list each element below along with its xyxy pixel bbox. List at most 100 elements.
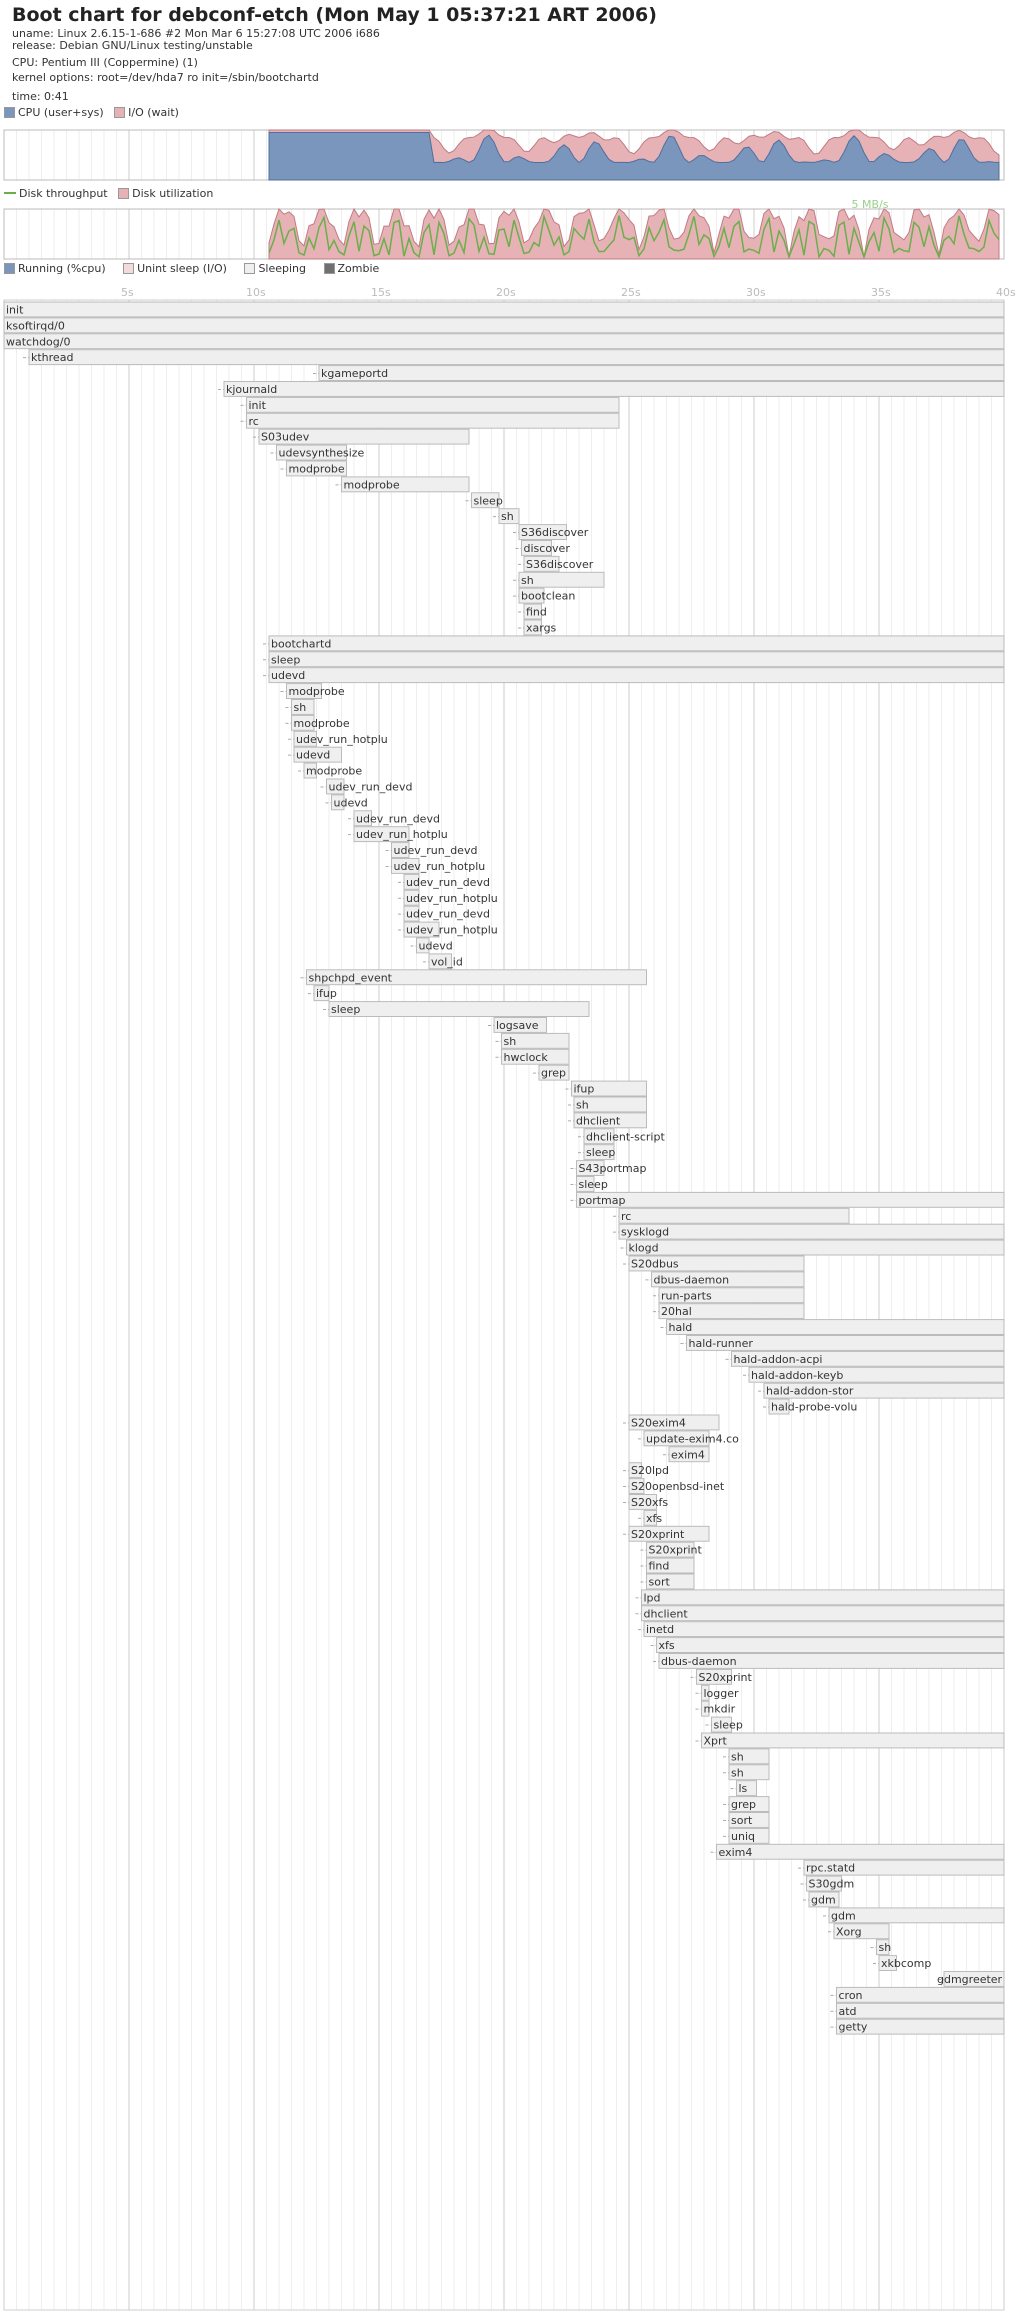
process-bar bbox=[328, 1001, 590, 1017]
process-bar bbox=[728, 1764, 770, 1781]
process-bar bbox=[571, 1080, 647, 1097]
process-label: sh bbox=[731, 1766, 744, 1779]
process-bar bbox=[646, 1541, 695, 1558]
process-bar bbox=[293, 746, 342, 763]
process-label: find bbox=[526, 606, 547, 619]
process-bar bbox=[876, 1939, 890, 1956]
process-bar bbox=[728, 1812, 770, 1828]
time-line: time: 0:41 bbox=[12, 90, 69, 103]
process-bar bbox=[808, 1891, 840, 1908]
time-tick-label: 5s bbox=[121, 286, 134, 299]
process-label: hwclock bbox=[504, 1051, 549, 1064]
process-label: sh bbox=[521, 574, 534, 587]
process-bar bbox=[628, 1525, 710, 1542]
process-label: watchdog/0 bbox=[6, 335, 70, 348]
process-label: S43portmap bbox=[579, 1162, 647, 1175]
chart-title: Boot chart for debconf-etch (Mon May 1 0… bbox=[12, 4, 657, 26]
process-bar bbox=[521, 540, 552, 556]
process-label: run-parts bbox=[661, 1289, 712, 1302]
process-bar bbox=[258, 428, 470, 445]
cpu-line: CPU: Pentium III (Coppermine) (1) bbox=[12, 56, 198, 69]
time-tick-label: 40s bbox=[996, 286, 1016, 299]
process-bar bbox=[286, 460, 347, 477]
zombie-label: Zombie bbox=[337, 262, 380, 275]
process-bar bbox=[643, 1621, 1005, 1638]
process-bar bbox=[313, 985, 330, 1002]
process-label: sleep bbox=[586, 1146, 615, 1159]
process-bar bbox=[686, 1335, 1005, 1351]
process-bar bbox=[736, 1780, 757, 1797]
process-label: xfs bbox=[646, 1512, 662, 1525]
process-label: sh bbox=[576, 1099, 589, 1112]
process-bar bbox=[806, 1875, 842, 1892]
time-tick-label: 35s bbox=[871, 286, 891, 299]
process-bar bbox=[943, 1971, 1005, 1987]
process-bar bbox=[583, 1144, 615, 1161]
cpu-user-label: CPU (user+sys) bbox=[18, 106, 104, 119]
process-bar bbox=[828, 1907, 1005, 1924]
process-label: kgameportd bbox=[321, 367, 388, 380]
process-label: ksoftirqd/0 bbox=[6, 319, 65, 332]
process-label: hald bbox=[669, 1321, 693, 1334]
process-bar bbox=[403, 889, 420, 906]
process-label: gdm bbox=[831, 1909, 856, 1922]
disk-util-label: Disk utilization bbox=[132, 187, 214, 200]
sleeping-label: Sleeping bbox=[258, 262, 307, 275]
time-tick-label: 10s bbox=[246, 286, 266, 299]
process-label: dbus-daemon bbox=[654, 1273, 730, 1286]
process-bar bbox=[523, 603, 542, 620]
process-bar bbox=[626, 1239, 1005, 1256]
process-label: ifup bbox=[316, 987, 337, 1000]
process-label: sh bbox=[294, 701, 307, 714]
process-label: Xorg bbox=[836, 1925, 862, 1938]
disk-throughput-label: Disk throughput bbox=[19, 187, 108, 200]
process-bar bbox=[641, 1605, 1005, 1622]
process-label: dhclient bbox=[644, 1607, 689, 1620]
process-bar bbox=[576, 1191, 1005, 1208]
sleeping-swatch-icon bbox=[244, 263, 256, 274]
process-bar bbox=[538, 1064, 570, 1081]
process-bar bbox=[583, 1128, 615, 1145]
process-label: xargs bbox=[526, 622, 557, 635]
process-bar bbox=[836, 2002, 1005, 2019]
kernel-line: kernel options: root=/dev/hda7 ro init=/… bbox=[12, 71, 319, 84]
process-bar bbox=[291, 714, 315, 731]
process-label: mkdir bbox=[704, 1703, 736, 1716]
process-label: Xprt bbox=[704, 1735, 728, 1748]
process-bar bbox=[416, 937, 430, 954]
process-label: inetd bbox=[646, 1623, 674, 1636]
process-label: sort bbox=[649, 1576, 671, 1589]
cpu-io-label: I/O (wait) bbox=[128, 106, 179, 119]
process-bar bbox=[268, 651, 1005, 668]
process-bar bbox=[318, 365, 1005, 382]
process-label: S20exim4 bbox=[631, 1417, 686, 1430]
process-label: sort bbox=[731, 1814, 753, 1827]
process-bar bbox=[498, 508, 520, 525]
process-label: uniq bbox=[731, 1830, 755, 1843]
process-bar bbox=[836, 2018, 1005, 2035]
process-label: S36discover bbox=[526, 558, 594, 571]
process-label: S20xprint bbox=[649, 1544, 703, 1557]
process-label: S20xfs bbox=[631, 1496, 668, 1509]
disk-legend: Disk throughput Disk utilization bbox=[4, 187, 213, 200]
process-bar bbox=[668, 1446, 710, 1463]
process-label: init bbox=[6, 304, 24, 317]
process-chart-frame bbox=[3, 299, 1005, 2311]
process-bar bbox=[628, 1255, 805, 1272]
process-label: sh bbox=[504, 1035, 517, 1048]
process-bar bbox=[646, 1573, 695, 1590]
process-bar bbox=[326, 778, 345, 795]
process-label: udevd bbox=[419, 940, 453, 953]
process-label: bootchartd bbox=[271, 637, 331, 650]
process-bar bbox=[646, 1557, 695, 1574]
util-swatch-icon bbox=[118, 188, 130, 199]
process-label: udev_run_devd bbox=[406, 876, 490, 889]
process-bar bbox=[643, 1509, 657, 1526]
process-label: udev_run_hotplu bbox=[406, 924, 498, 937]
process-bar bbox=[3, 333, 1005, 350]
process-bar bbox=[576, 1160, 605, 1176]
process-label: hald-probe-volu bbox=[771, 1401, 857, 1414]
process-label: S20xprint bbox=[631, 1528, 685, 1541]
process-label: sh bbox=[879, 1941, 892, 1954]
process-bar bbox=[836, 1986, 1005, 2003]
